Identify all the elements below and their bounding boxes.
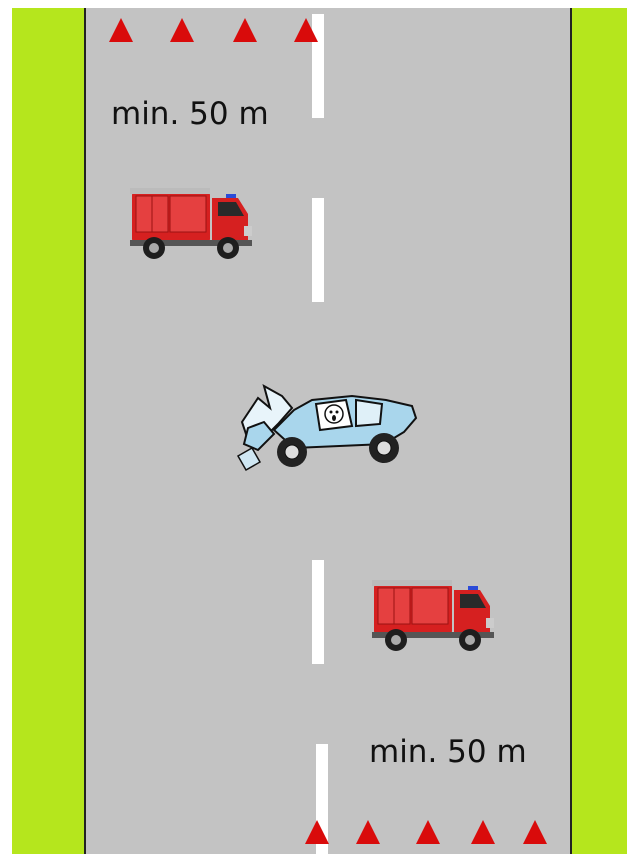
distance-label-top: min. 50 m — [111, 96, 269, 132]
warning-triangle-icon — [471, 820, 495, 844]
warning-triangle-icon — [233, 18, 257, 42]
lane-marking — [312, 560, 324, 664]
warning-triangle-icon — [109, 18, 133, 42]
fire-truck-icon — [370, 574, 498, 654]
warning-triangle-icon — [294, 18, 318, 42]
road: min. 50 m min. 50 m — [84, 8, 572, 854]
distance-label-bottom: min. 50 m — [369, 734, 527, 770]
warning-triangle-icon — [170, 18, 194, 42]
accident-scene: min. 50 m min. 50 m — [12, 8, 627, 854]
right-verge — [570, 8, 627, 854]
warning-triangle-icon — [523, 820, 547, 844]
warning-triangle-icon — [356, 820, 380, 844]
crashed-car-icon — [234, 378, 424, 488]
fire-truck-icon — [128, 182, 256, 262]
left-verge — [12, 8, 86, 854]
warning-triangle-icon — [416, 820, 440, 844]
lane-marking — [312, 198, 324, 302]
warning-triangle-icon — [305, 820, 329, 844]
